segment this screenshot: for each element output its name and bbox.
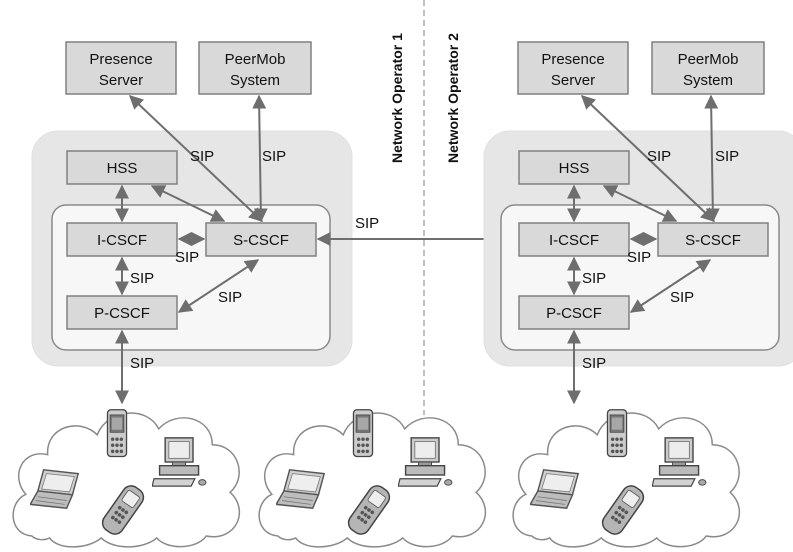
sip-label: SIP xyxy=(218,289,242,306)
sip-label: SIP xyxy=(262,148,286,165)
scscf-box xyxy=(205,222,317,257)
peermob-system-box xyxy=(651,41,765,95)
pcscf-label: P-CSCF xyxy=(94,305,150,322)
arrow-peermob-scscf xyxy=(252,94,268,223)
sip-label: SIP xyxy=(582,355,606,372)
arrow-hss-scscf xyxy=(602,185,678,222)
operator-1-label: Network Operator 1 xyxy=(389,33,405,163)
scscf-box xyxy=(657,222,769,257)
device-cloud-right xyxy=(512,409,741,548)
peermob-system-label-1: PeerMob xyxy=(678,51,739,68)
sip-label: SIP xyxy=(582,270,606,287)
sip-label: SIP xyxy=(130,355,154,372)
sip-label: SIP xyxy=(355,215,379,232)
arrow-pcscf-scscf xyxy=(629,259,712,313)
device-cloud-middle xyxy=(258,409,487,548)
sip-label: SIP xyxy=(715,148,739,165)
presence-server-label-1: Presence xyxy=(541,51,604,68)
sip-label: SIP xyxy=(190,148,214,165)
icscf-label: I-CSCF xyxy=(549,232,599,249)
pcscf-box xyxy=(518,295,630,330)
pcscf-label: P-CSCF xyxy=(546,305,602,322)
device-cloud-left xyxy=(12,409,241,548)
icscf-box xyxy=(66,222,178,257)
sip-label: SIP xyxy=(175,249,199,266)
arrow-pcscf-scscf xyxy=(177,259,260,313)
arrow-peermob-scscf xyxy=(704,94,720,223)
scscf-label: S-CSCF xyxy=(233,232,289,249)
presence-server-box xyxy=(517,41,629,95)
icscf-label: I-CSCF xyxy=(97,232,147,249)
arrow-hss-scscf xyxy=(150,185,226,222)
sip-label: SIP xyxy=(627,249,651,266)
sip-label: SIP xyxy=(647,148,671,165)
icscf-box xyxy=(518,222,630,257)
presence-server-label-2: Server xyxy=(99,72,143,89)
operator-1-domain: Presence Server PeerMob System HSS I-CSC… xyxy=(31,41,353,405)
pda-icon xyxy=(106,409,128,458)
pcscf-box xyxy=(66,295,178,330)
presence-server-label-1: Presence xyxy=(89,51,152,68)
presence-server-label-2: Server xyxy=(551,72,595,89)
peermob-system-label-2: System xyxy=(230,72,280,89)
presence-server-box xyxy=(65,41,177,95)
peermob-system-label-2: System xyxy=(683,72,733,89)
peermob-system-box xyxy=(198,41,312,95)
operator-2-arrows xyxy=(567,94,720,405)
operator-2-domain: Presence Server PeerMob System HSS I-CSC… xyxy=(483,41,793,405)
scscf-label: S-CSCF xyxy=(685,232,741,249)
operator-1-arrows xyxy=(115,94,268,405)
arrow-presence-scscf xyxy=(580,95,716,222)
sip-label: SIP xyxy=(130,270,154,287)
arrow-presence-scscf xyxy=(128,95,264,222)
pda-icon xyxy=(352,409,374,458)
operator-2-label: Network Operator 2 xyxy=(445,33,461,163)
hss-label: HSS xyxy=(107,160,138,177)
hss-label: HSS xyxy=(559,160,590,177)
sip-label: SIP xyxy=(670,289,694,306)
peermob-system-label-1: PeerMob xyxy=(225,51,286,68)
pda-icon xyxy=(606,409,628,458)
